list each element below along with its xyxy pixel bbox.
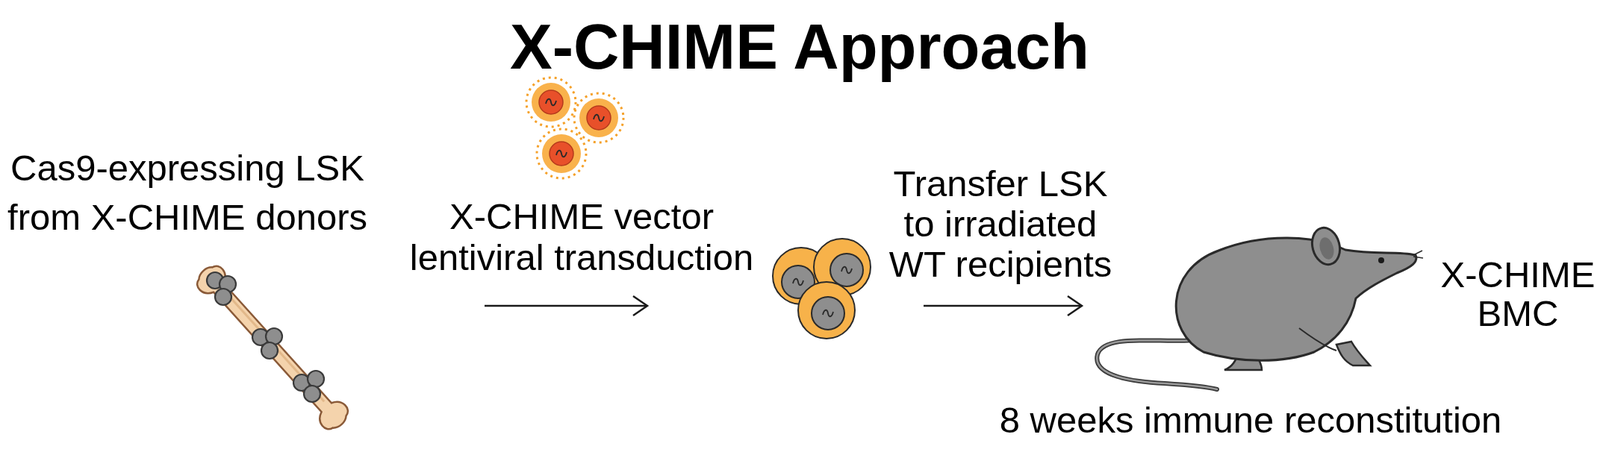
mouse-body	[1175, 238, 1417, 361]
diagram-title: X-CHIME Approach	[426, 14, 1173, 79]
bone-shade	[223, 291, 325, 403]
timing-note: 8 weeks immune reconstitution	[951, 399, 1550, 442]
bone-shape	[191, 260, 354, 435]
bone-cells	[206, 272, 325, 403]
process-arrow	[923, 296, 1082, 316]
mouse-front-foot	[1336, 341, 1371, 366]
transduced-cells	[772, 238, 871, 339]
step-label: X-CHIME vector lentiviral transduction	[398, 196, 765, 279]
mouse-inner-ear	[1317, 235, 1336, 262]
virus-particles	[526, 77, 624, 179]
virus-particle	[536, 129, 587, 179]
stem-cell	[303, 386, 321, 403]
transduced-cell	[798, 282, 855, 339]
virus-particle	[574, 93, 624, 143]
mouse-leg-line	[1299, 328, 1337, 351]
mouse-illustration	[1096, 224, 1424, 390]
mouse-eye	[1378, 257, 1385, 264]
step-label: Transfer LSK to irradiated WT recipients	[881, 163, 1120, 285]
virus-particle	[526, 77, 576, 127]
mouse-ear	[1308, 224, 1344, 269]
stem-cell	[261, 342, 278, 360]
source-label: Cas9-expressing LSK from X-CHIME donors	[0, 143, 382, 242]
stem-cell	[307, 371, 325, 388]
stem-cell	[215, 288, 232, 306]
mouse-whiskers	[1413, 250, 1424, 259]
result-label: X-CHIME BMC	[1432, 255, 1600, 333]
bone-illustration	[191, 260, 354, 435]
process-arrow	[484, 296, 648, 316]
